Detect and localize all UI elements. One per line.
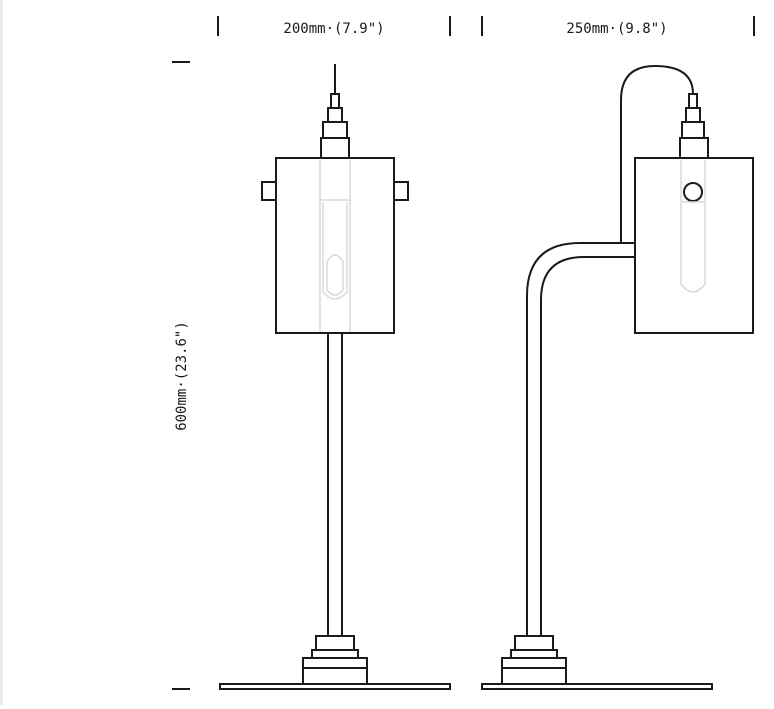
side-arm-inner — [540, 256, 634, 636]
left-border — [0, 0, 3, 705]
side-connector-top — [688, 93, 698, 109]
front-base-ring — [311, 649, 359, 659]
front-connector-base — [322, 121, 348, 139]
side-socket — [679, 137, 709, 159]
front-bulb-ghost — [319, 160, 351, 332]
width-side-dimension: 250mm·(9.8") — [481, 16, 755, 37]
front-knob-right — [393, 181, 409, 201]
side-bulb-ghost — [680, 160, 706, 293]
front-base-plate — [219, 683, 451, 690]
height-label: 600mm·(23.6") — [174, 321, 190, 431]
side-view-lamp — [481, 64, 754, 690]
side-connector-base — [681, 121, 705, 139]
side-arm-outer — [526, 242, 634, 636]
side-base-collar — [514, 635, 554, 651]
front-shade — [275, 157, 395, 334]
front-connector-mid — [327, 107, 343, 123]
side-cord — [620, 64, 694, 243]
front-base-collar — [315, 635, 355, 651]
side-base-foot — [501, 657, 567, 685]
front-connector-top — [330, 93, 340, 109]
width-side-label: 250mm·(9.8") — [566, 21, 667, 37]
side-base-ring — [510, 649, 558, 659]
side-switch-icon — [683, 182, 703, 202]
front-stem — [327, 332, 343, 637]
side-connector-mid — [685, 107, 701, 123]
width-front-label: 200mm·(7.9") — [283, 21, 384, 37]
front-socket — [320, 137, 350, 159]
height-dimension: 600mm·(23.6") — [172, 61, 190, 690]
front-knob-left — [261, 181, 277, 201]
front-base-foot — [302, 657, 368, 685]
width-front-dimension: 200mm·(7.9") — [217, 16, 451, 37]
front-view-lamp — [219, 64, 451, 690]
side-base-plate — [481, 683, 713, 690]
